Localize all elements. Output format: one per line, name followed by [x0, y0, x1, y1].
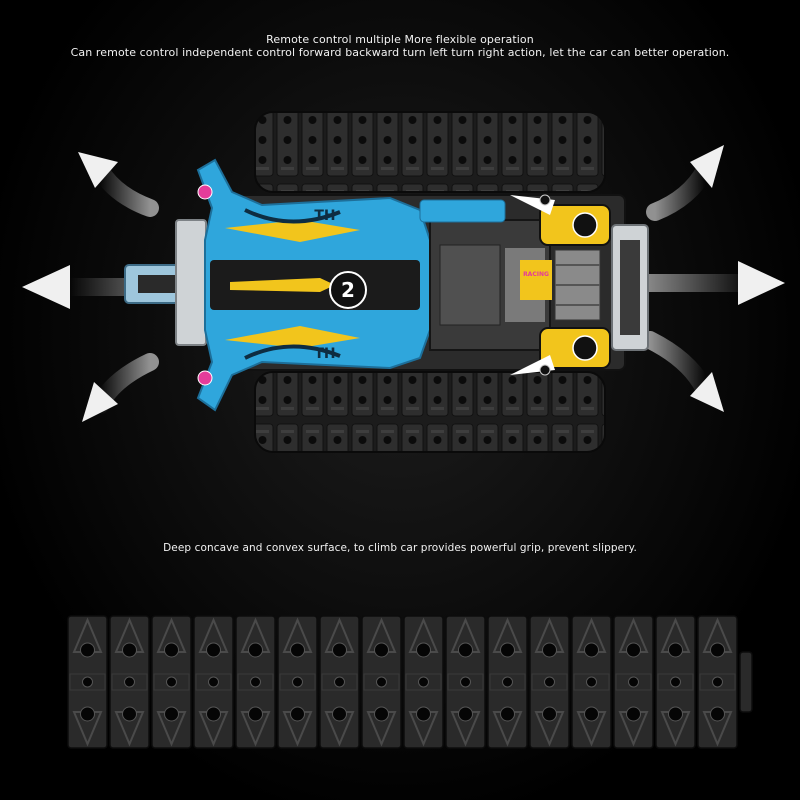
caption-remote-control-title: Remote control multiple More flexible op…: [266, 33, 534, 46]
track-link: [235, 615, 276, 749]
track-link: [445, 615, 486, 749]
caption-remote-control-description: Can remote control independent control f…: [70, 46, 730, 59]
track-link: [613, 615, 654, 749]
track-link: [403, 615, 444, 749]
tracked-car-top-view: 2 TH TH RACING: [22, 111, 785, 453]
track-link: [697, 615, 738, 749]
track-closeup: [67, 615, 753, 749]
arrow-down-left-icon: [82, 353, 159, 422]
arrow-up-left-icon: [78, 152, 159, 217]
track-link: [151, 615, 192, 749]
body-brand-decal-bottom: TH: [314, 346, 335, 362]
track-link: [529, 615, 570, 749]
arrow-right-icon: [640, 261, 785, 305]
track-link: [109, 615, 150, 749]
track-link: [655, 615, 696, 749]
track-link: [487, 615, 528, 749]
motor-bay: RACING: [419, 194, 611, 376]
arrow-up-right-icon: [646, 145, 724, 221]
track-link: [571, 615, 612, 749]
body-brand-decal-top: TH: [314, 208, 335, 224]
track-link: [319, 615, 360, 749]
track-end-pin: [739, 651, 753, 713]
track-link: [67, 615, 108, 749]
arrow-down-right-icon: [641, 331, 724, 412]
track-link: [361, 615, 402, 749]
lower-track: [254, 371, 606, 453]
racing-badge-decal: RACING: [523, 271, 549, 278]
body-number-decal: 2: [341, 278, 355, 302]
upper-track: [254, 111, 606, 193]
body-shell: 2 TH TH: [196, 158, 431, 412]
track-link: [193, 615, 234, 749]
track-link: [277, 615, 318, 749]
caption-track-grip-description: Deep concave and convex surface, to clim…: [163, 542, 637, 554]
